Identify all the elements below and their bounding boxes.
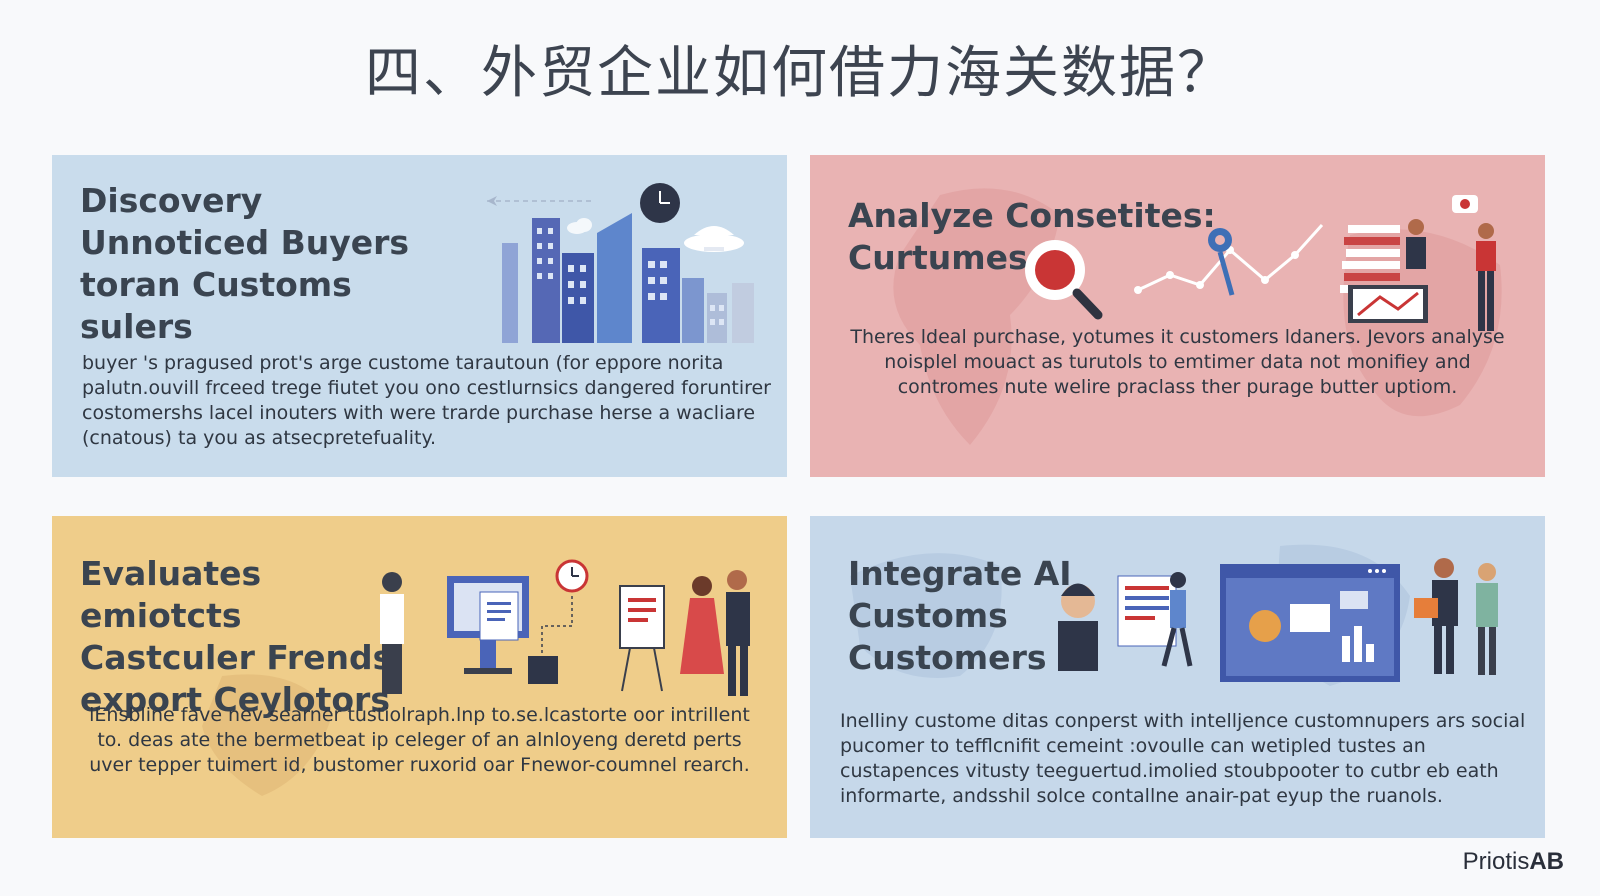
person-icon bbox=[726, 570, 750, 696]
city-skyline-illustration bbox=[487, 183, 754, 343]
panel-discover-buyers: Discovery Unnoticed Buyers toran Customs… bbox=[52, 155, 787, 477]
person-icon bbox=[380, 572, 404, 694]
panel-body: Theres ldeal purchase, yotumes it custom… bbox=[850, 326, 1505, 398]
dashboard-screen-icon bbox=[1220, 564, 1400, 682]
panel-analyze-competitors: Analyze Consetites: Curtumes bbox=[810, 155, 1545, 477]
panel-integrate-ai: Integrate AI Customs Customers bbox=[810, 516, 1545, 838]
person-icon bbox=[1476, 563, 1498, 675]
business-team-illustration bbox=[380, 559, 750, 696]
document-icon bbox=[479, 591, 519, 641]
person-icon bbox=[1414, 558, 1458, 674]
clock-icon bbox=[555, 559, 589, 593]
laptop-icon bbox=[1348, 285, 1428, 323]
satellite-dish-icon bbox=[684, 226, 744, 252]
chat-bubble-icon bbox=[1452, 195, 1478, 213]
ai-dashboard-illustration bbox=[1058, 558, 1498, 682]
panel-heading: Analyze Consetites: Curtumes bbox=[848, 196, 1216, 277]
avatar bbox=[1058, 583, 1098, 671]
panel-body: Inelliny custome ditas conperst with int… bbox=[840, 710, 1526, 807]
panel-evaluate-trends: Evaluates emiotcts Castculer Frends expo… bbox=[52, 516, 787, 838]
panel-heading: Evaluates emiotcts Castculer Frends expo… bbox=[80, 554, 393, 719]
cloud-icon bbox=[567, 218, 592, 234]
magnifier-icon bbox=[1025, 240, 1103, 320]
clock-icon bbox=[640, 183, 680, 223]
person-icon bbox=[1161, 572, 1193, 667]
person-icon bbox=[1476, 223, 1496, 331]
brand-name: Priotis bbox=[1462, 848, 1530, 875]
flowchart-icon bbox=[528, 596, 573, 684]
document-stack-icon bbox=[1117, 575, 1177, 647]
world-map-shape bbox=[202, 674, 332, 796]
data-analysis-illustration bbox=[1025, 195, 1496, 331]
panel-body: lEnsbline fave nev searner tustiolraph.l… bbox=[89, 704, 750, 776]
whiteboard-icon bbox=[619, 585, 665, 692]
person-icon bbox=[680, 576, 724, 674]
line-chart-icon bbox=[1134, 223, 1324, 294]
panel-heading: Integrate AI Customs Customers bbox=[848, 554, 1072, 677]
panel-body: buyer 's pragused prot's arge custome ta… bbox=[82, 352, 771, 449]
brand-logo: PriotisAB bbox=[1463, 848, 1564, 876]
brand-suffix: AB bbox=[1529, 848, 1564, 875]
location-pin-icon bbox=[1208, 228, 1235, 296]
document-stack-icon bbox=[1340, 225, 1400, 293]
person-icon bbox=[1406, 219, 1426, 269]
slide-title: 四、外贸企业如何借力海关数据？ bbox=[365, 41, 1235, 106]
panel-heading: Discovery Unnoticed Buyers toran Customs… bbox=[80, 181, 410, 346]
